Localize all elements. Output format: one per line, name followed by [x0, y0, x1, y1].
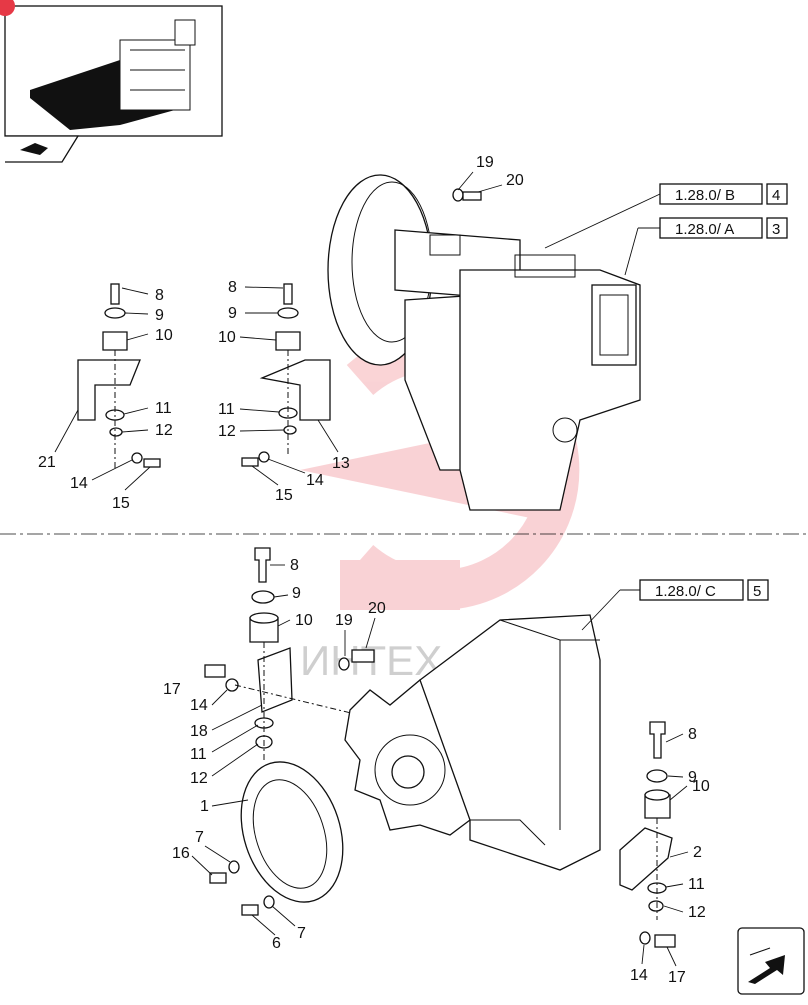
- label-11: 11: [688, 876, 705, 893]
- label-14: 14: [630, 967, 648, 984]
- label-21: 21: [38, 454, 56, 471]
- label-9: 9: [292, 585, 301, 602]
- label-12: 12: [218, 423, 236, 440]
- top-bolt-19-20: [452, 188, 482, 202]
- ref-box-c[interactable]: 1.28.0/ C 5: [639, 579, 769, 601]
- label-10: 10: [295, 612, 313, 629]
- label-20: 20: [506, 172, 524, 189]
- label-11: 11: [190, 746, 207, 763]
- svg-text:1.28.0/ A: 1.28.0/ A: [675, 221, 734, 238]
- svg-text:3: 3: [772, 221, 780, 238]
- label-8: 8: [228, 279, 237, 296]
- label-8: 8: [290, 557, 299, 574]
- svg-text:5: 5: [753, 583, 761, 600]
- label-18: 18: [190, 723, 208, 740]
- label-15: 15: [275, 487, 293, 504]
- label-1: 1: [200, 798, 209, 815]
- label-14: 14: [306, 472, 324, 489]
- label-15: 15: [112, 495, 130, 512]
- label-10: 10: [155, 327, 173, 344]
- label-19: 19: [476, 154, 494, 171]
- label-19: 19: [335, 612, 353, 629]
- label-12: 12: [155, 422, 173, 439]
- ref-box-a[interactable]: 1.28.0/ A 3: [659, 217, 788, 239]
- svg-text:4: 4: [772, 187, 780, 204]
- label-9: 9: [688, 769, 697, 786]
- middle-mount: [241, 283, 331, 467]
- label-9: 9: [228, 305, 237, 322]
- bottom-bolt-19-20: [338, 649, 375, 671]
- label-2: 2: [693, 844, 702, 861]
- previous-page-icon[interactable]: [20, 143, 48, 155]
- label-11: 11: [155, 400, 172, 417]
- label-7: 7: [297, 925, 306, 942]
- bolt-16: [209, 860, 240, 884]
- engine-thumbnail[interactable]: [4, 5, 223, 137]
- bottom-transmission: [344, 614, 601, 871]
- label-9: 9: [155, 307, 164, 324]
- label-14: 14: [190, 697, 208, 714]
- corner-badge: [0, 0, 15, 16]
- label-6: 6: [272, 935, 281, 952]
- bolt-6: [241, 895, 275, 916]
- label-10: 10: [218, 329, 236, 346]
- label-8: 8: [155, 287, 164, 304]
- label-12: 12: [688, 904, 706, 921]
- bottom-left-mount: [204, 547, 381, 760]
- label-17: 17: [163, 681, 181, 698]
- next-page-icon[interactable]: [737, 927, 805, 995]
- label-14: 14: [70, 475, 88, 492]
- top-transmission: [327, 174, 641, 511]
- bottom-right-mount: [619, 721, 676, 948]
- label-13: 13: [332, 455, 350, 472]
- label-12: 12: [190, 770, 208, 787]
- label-7: 7: [195, 829, 204, 846]
- svg-text:1.28.0/ C: 1.28.0/ C: [655, 583, 716, 600]
- left-mount: [77, 283, 161, 470]
- label-11: 11: [218, 401, 235, 418]
- ring-gasket: [240, 761, 344, 903]
- label-16: 16: [172, 845, 190, 862]
- ref-box-b[interactable]: 1.28.0/ B 4: [659, 183, 788, 205]
- label-10: 10: [692, 778, 710, 795]
- label-8: 8: [688, 726, 697, 743]
- svg-text:1.28.0/ B: 1.28.0/ B: [675, 187, 735, 204]
- label-17: 17: [668, 969, 686, 986]
- label-20: 20: [368, 600, 386, 617]
